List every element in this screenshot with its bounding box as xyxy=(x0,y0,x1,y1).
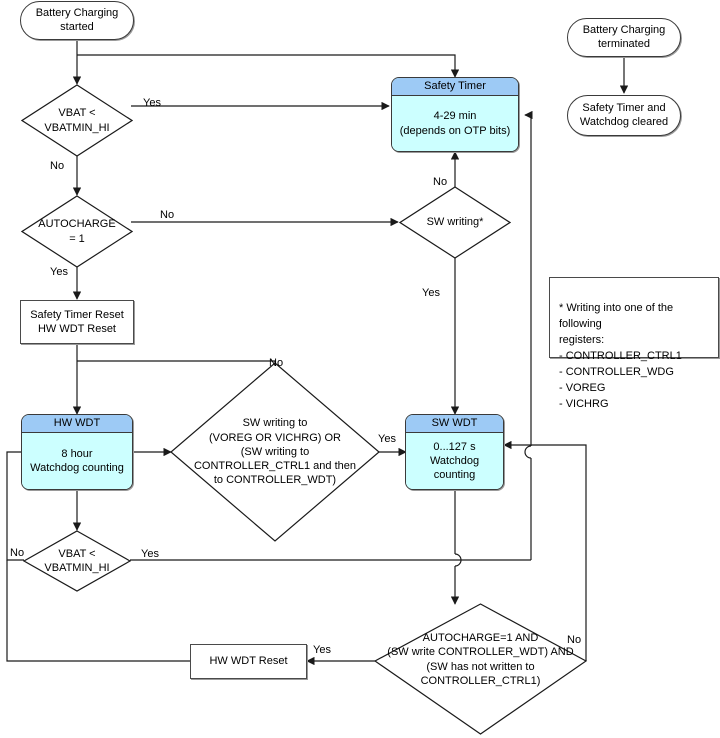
node-body: 0...127 s Watchdog counting xyxy=(406,433,503,489)
node-autocharge-check[interactable]: AUTOCHARGE = 1 xyxy=(21,195,133,268)
node-header: SW WDT xyxy=(406,415,503,434)
edge-label-sw-writing-yes: Yes xyxy=(422,287,440,299)
edge-jump-arc-sw-wdt xyxy=(454,553,462,567)
note-text: * Writing into one of the following regi… xyxy=(559,301,682,410)
node-label: Safety Timer and Watchdog cleared xyxy=(579,101,669,128)
node-hw-wdt[interactable]: HW WDT 8 hour Watchdog counting xyxy=(21,414,133,490)
edge-label-sw-writing-no: No xyxy=(433,176,448,188)
node-safety-timer[interactable]: Safety Timer 4-29 min (depends on OTP bi… xyxy=(391,77,519,152)
edge-hw-wdt-reset-to-left-bus xyxy=(6,560,190,662)
node-autocharge-wdt-check[interactable]: AUTOCHARGE=1 AND (SW write CONTROLLER_WD… xyxy=(374,603,587,735)
edge-label-vbat-bottom-yes: Yes xyxy=(141,548,159,560)
note-box-registers: * Writing into one of the following regi… xyxy=(549,277,719,410)
edge-autocharge-wdt-no-to-sw-wdt xyxy=(503,440,587,661)
node-body: 8 hour Watchdog counting xyxy=(22,433,132,489)
edge-label-vbat-bottom-no: No xyxy=(10,547,25,559)
node-battery-charging-started[interactable]: Battery Charging started xyxy=(20,1,134,40)
node-hw-wdt-reset[interactable]: HW WDT Reset xyxy=(190,644,307,679)
edge-start-to-safety-timer xyxy=(77,54,460,78)
node-battery-charging-terminated[interactable]: Battery Charging terminated xyxy=(567,18,681,57)
edge-label-autocharge-wdt-yes: Yes xyxy=(313,644,331,656)
node-label: Safety Timer Reset HW WDT Reset xyxy=(30,308,124,335)
node-safety-timer-watchdog-cleared[interactable]: Safety Timer and Watchdog cleared xyxy=(567,95,681,136)
edge-label-autocharge-yes: Yes xyxy=(50,266,68,278)
node-safety-timer-reset[interactable]: Safety Timer Reset HW WDT Reset xyxy=(20,300,134,344)
node-header: HW WDT xyxy=(22,415,132,434)
node-sw-wdt[interactable]: SW WDT 0...127 s Watchdog counting xyxy=(405,414,504,490)
edge-label-big-diamond-yes: Yes xyxy=(378,433,396,445)
node-label: Battery Charging terminated xyxy=(582,23,666,50)
edge-label-autocharge-wdt-no: No xyxy=(567,634,582,646)
node-header: Safety Timer xyxy=(392,78,518,97)
edge-label-vbat-top-yes: Yes xyxy=(143,97,161,109)
edge-jump-arc-vertical xyxy=(524,445,532,459)
edge-label-vbat-top-no: No xyxy=(50,160,65,172)
node-sw-writing-check[interactable]: SW writing* xyxy=(399,186,511,259)
node-vbat-check-bottom[interactable]: VBAT < VBATMIN_HI xyxy=(23,530,131,592)
node-body: 4-29 min (depends on OTP bits) xyxy=(392,96,518,151)
node-sw-writing-big-check[interactable]: SW writing to (VOREG OR VICHRG) OR (SW w… xyxy=(170,362,380,542)
edge-label-big-diamond-no: No xyxy=(269,357,284,369)
edge-safety-timer-return-bus xyxy=(525,115,531,560)
node-label: HW WDT Reset xyxy=(209,655,288,668)
node-label: Battery Charging started xyxy=(35,6,119,33)
edge-label-autocharge-no: No xyxy=(160,209,175,221)
node-vbat-check-top[interactable]: VBAT < VBATMIN_HI xyxy=(21,84,133,157)
